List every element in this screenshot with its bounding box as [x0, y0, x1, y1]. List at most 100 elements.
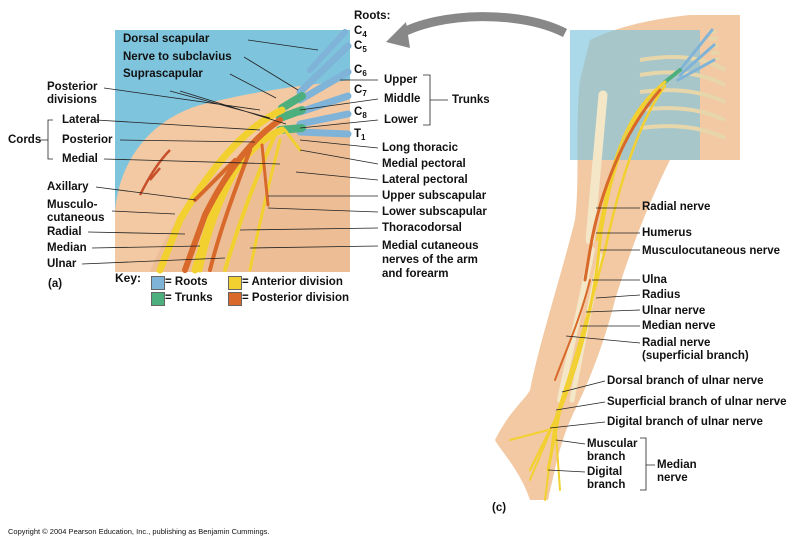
- plexus-c: [663, 28, 716, 84]
- label-c-humerus: Humerus: [642, 227, 692, 239]
- root-t1: [296, 128, 352, 138]
- root-c8: [296, 110, 352, 128]
- leader-posterior-div: [103, 87, 287, 125]
- cord-label-medial: Medial: [62, 153, 98, 165]
- plexus-trunks-c: [663, 68, 682, 84]
- root-label-c7: C7: [354, 84, 367, 98]
- label-c-muscular-1: Muscular: [587, 438, 638, 450]
- leader-lines-a: [40, 39, 319, 265]
- leader-suprascapular: [229, 73, 277, 99]
- posterior-cord: [182, 117, 283, 273]
- axillary-nerve-a: [193, 158, 237, 202]
- label-dorsal-scapular: Dorsal scapular: [123, 33, 210, 45]
- leader-long-thoracic: [299, 139, 379, 149]
- root-label-c4: C4: [354, 25, 367, 39]
- roots-drawing: [296, 29, 352, 138]
- leader-median: [91, 245, 201, 249]
- root-label-t1: T1: [354, 128, 366, 142]
- panel-c-inset-box: [570, 30, 700, 160]
- key-title: Key:: [115, 271, 142, 285]
- key-swatch-trunks: [151, 292, 165, 306]
- label-suprascapular: Suprascapular: [123, 68, 203, 80]
- panel-a-illustration: [40, 29, 448, 274]
- panel-a-label: (a): [48, 278, 63, 290]
- link-arrowhead: [386, 22, 410, 48]
- key-swatch-anterior: [228, 276, 242, 290]
- key-label-trunks: = Trunks: [165, 292, 213, 304]
- label-medial-cutaneous-1: Medial cutaneous: [382, 240, 479, 252]
- roots-title: Roots:: [354, 10, 391, 22]
- subscapular-branch: [260, 143, 270, 207]
- leader-posterior: [119, 139, 256, 143]
- label-c-median-group-2: nerve: [657, 472, 688, 484]
- pectoral-branch: [283, 128, 302, 152]
- leader-c-digital: [547, 469, 586, 473]
- label-musculocutaneous-2: cutaneous: [47, 212, 105, 224]
- plexus-roots-c: [676, 28, 716, 82]
- rib-4: [639, 106, 726, 122]
- rib-3: [639, 88, 726, 104]
- trunk-middle: [276, 106, 306, 122]
- root-label-c5: C5: [354, 40, 367, 54]
- label-ulnar: Ulnar: [47, 258, 77, 270]
- arm-radial-nerve: [583, 88, 662, 282]
- key-label-anterior: = Anterior division: [242, 276, 343, 288]
- label-c-dorsal-branch: Dorsal branch of ulnar nerve: [607, 375, 764, 387]
- arm-digital-branches: [509, 419, 561, 501]
- label-c-median-group-1: Median: [657, 459, 697, 471]
- trunks-title: Trunks: [452, 94, 490, 106]
- label-c-superficial-branch: Superficial branch of ulnar nerve: [607, 396, 787, 408]
- label-c-musculocutaneous: Musculocutaneous nerve: [642, 245, 781, 257]
- link-arrow: [397, 12, 568, 38]
- panel-c-illustration: [495, 15, 740, 501]
- leader-c-superficial: [555, 401, 606, 411]
- label-medial-cutaneous-3: and forearm: [382, 268, 449, 280]
- label-medial-pectoral: Medial pectoral: [382, 158, 466, 170]
- leader-medial-pectoral: [299, 149, 379, 165]
- label-axillary: Axillary: [47, 181, 89, 193]
- copyright-notice: Copyright © 2004 Pearson Education, Inc.…: [8, 527, 270, 536]
- leader-lower-trunk: [299, 119, 379, 129]
- medial-cutaneous-a: [248, 138, 282, 272]
- bracket-trunks: [423, 74, 448, 126]
- arm-musculo-nerve: [596, 83, 663, 241]
- leader-axillary: [95, 186, 197, 201]
- trunk-upper: [278, 92, 306, 112]
- lateral-cord: [156, 106, 286, 274]
- label-c-radial-nerve: Radial nerve: [642, 201, 711, 213]
- leader-lines-a-right: [239, 74, 448, 249]
- label-median: Median: [47, 242, 87, 254]
- leader-radial: [87, 231, 186, 235]
- root-c4: [307, 29, 348, 73]
- leader-c-ulnar: [585, 309, 641, 313]
- bracket-median: [640, 437, 655, 491]
- arm-median-nerve: [546, 80, 667, 472]
- leader-lateral: [95, 119, 261, 131]
- trunk-label-upper: Upper: [384, 74, 418, 86]
- label-c-ulna: Ulna: [642, 274, 667, 286]
- label-radial: Radial: [47, 226, 82, 238]
- leader-musculo: [111, 210, 176, 215]
- key-label-posterior: = Posterior division: [242, 292, 350, 304]
- bracket-cords: [40, 119, 53, 160]
- leader-dorsal-scapular: [247, 39, 319, 51]
- trunk-label-lower: Lower: [384, 114, 418, 126]
- key-swatch-roots: [151, 276, 165, 290]
- label-medial-cutaneous-2: nerves of the arm: [382, 254, 478, 266]
- leader-nerve-subclavius: [243, 56, 299, 91]
- cords-title: Cords: [8, 134, 42, 146]
- cord-label-lateral: Lateral: [62, 114, 100, 126]
- label-nerve-to-subclavius: Nerve to subclavius: [123, 51, 232, 63]
- label-c-ulnar-nerve: Ulnar nerve: [642, 305, 706, 317]
- leader-c-digital-ulnar: [549, 421, 606, 429]
- label-c-digital-1: Digital: [587, 466, 623, 478]
- label-c-radial-superficial-1: Radial nerve: [642, 337, 711, 349]
- cord-label-posterior: Posterior: [62, 134, 113, 146]
- label-musculocutaneous-1: Musculo-: [47, 199, 98, 211]
- rib-5: [639, 124, 726, 140]
- leader-c-radius: [595, 294, 641, 299]
- root-c5: [296, 42, 352, 96]
- root-label-c6: C6: [354, 64, 367, 78]
- key-swatch-posterior: [228, 292, 242, 306]
- leader-thoracodorsal: [239, 227, 379, 231]
